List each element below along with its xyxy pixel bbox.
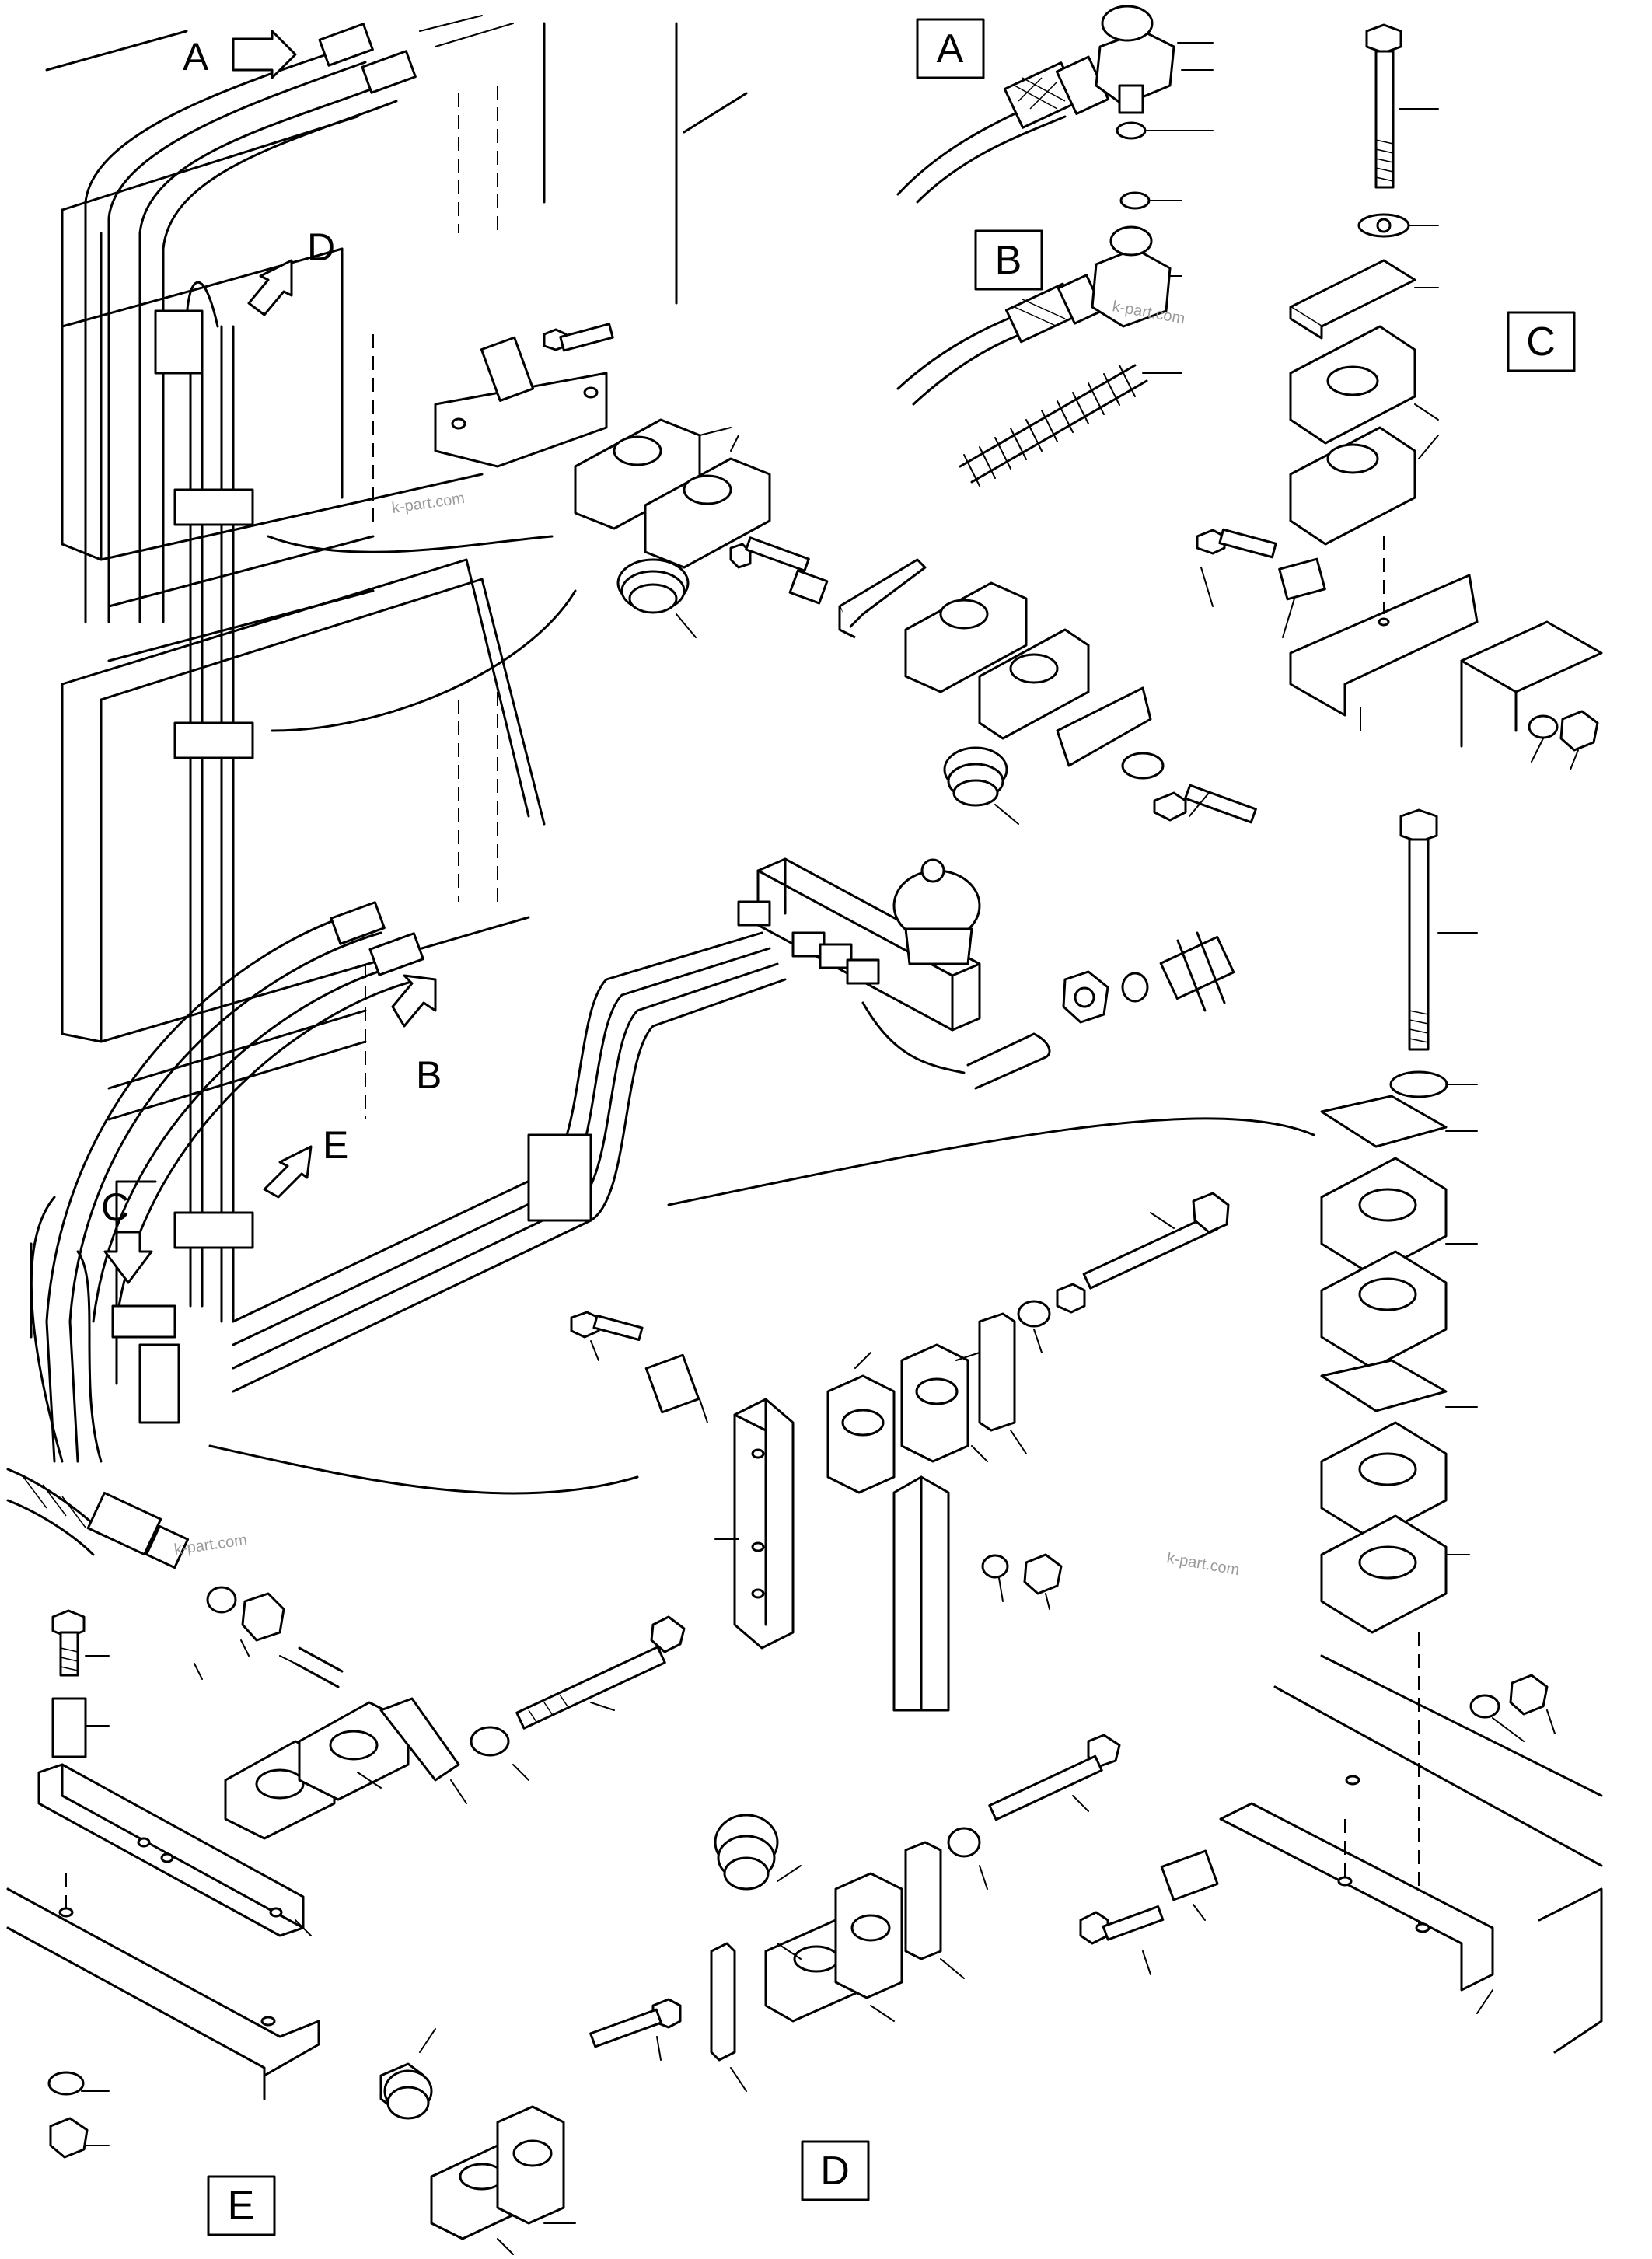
watermark: k-part.com (391, 490, 466, 517)
detail-box-c: C (1507, 311, 1576, 372)
detail-box-d: D (801, 2140, 870, 2201)
view-label-b: B (416, 1053, 442, 1097)
detail-box-e-label: E (228, 2184, 255, 2229)
view-arrows (30, 30, 437, 1463)
arrow-e-icon (263, 1145, 313, 1199)
detail-box-b-label: B (995, 238, 1022, 283)
clamp-group-center (208, 1192, 1230, 1712)
detail-box-a-label: A (937, 26, 964, 72)
view-label-e: E (323, 1123, 348, 1167)
detail-box-b: B (974, 229, 1043, 291)
detail-box-d-label: D (820, 2149, 850, 2194)
detail-box-e: E (207, 2175, 276, 2236)
detail-b-fitting (896, 191, 1182, 487)
spring (959, 364, 1148, 487)
arrow-c-icon (103, 1231, 153, 1284)
detail-box-a: A (916, 18, 985, 79)
detail-c-clamp-stack (1196, 23, 1603, 770)
junction-block-accumulator (737, 857, 1235, 1090)
detail-box-c-label: C (1526, 319, 1556, 365)
watermark: k-part.com (1165, 1549, 1241, 1579)
clamp-group-upper (267, 323, 1257, 825)
radiator-frame (30, 15, 748, 1385)
detail-e-bracket (6, 1468, 686, 2159)
arrow-a-icon (232, 30, 297, 79)
view-label-d: D (307, 225, 335, 269)
detail-right-tall-stack (667, 808, 1603, 2054)
view-label-c: C (101, 1185, 129, 1229)
hose-assembly (45, 23, 787, 1463)
detail-d-clamps (379, 1734, 1121, 2255)
view-label-a: A (183, 35, 209, 79)
watermark: k-part.com (173, 1531, 249, 1559)
leader-c (30, 1196, 64, 1463)
arrow-d-icon (247, 259, 293, 316)
detail-a-fitting (896, 5, 1214, 204)
view-labels: A D B E C (101, 35, 442, 1229)
arrow-b-icon (391, 974, 437, 1028)
